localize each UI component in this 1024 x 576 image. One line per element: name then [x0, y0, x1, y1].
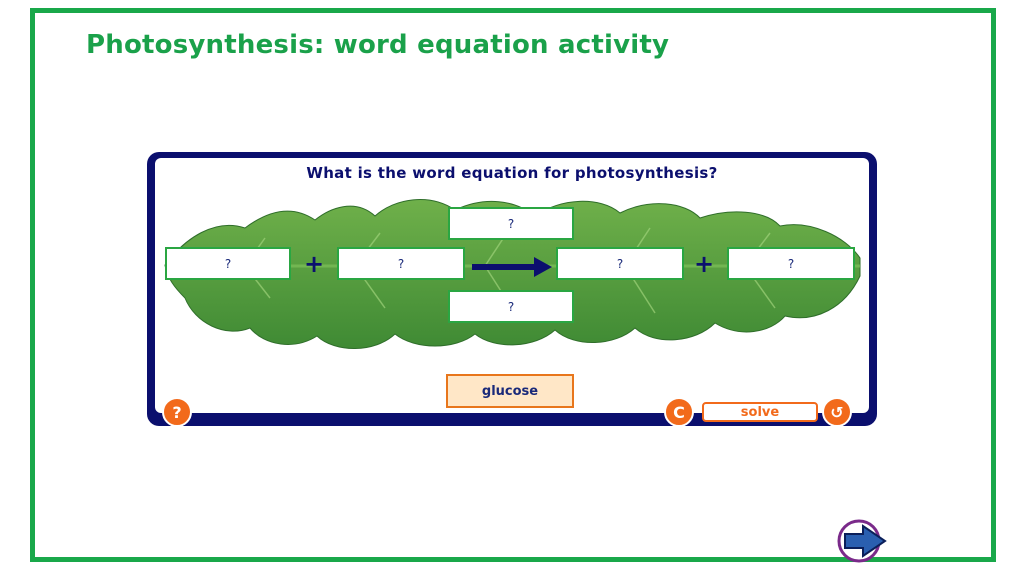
condition-slot-bottom[interactable]: ?	[448, 290, 574, 323]
help-button[interactable]: ?	[162, 397, 192, 427]
reset-button[interactable]: C	[664, 397, 694, 427]
yields-arrow-icon	[472, 257, 552, 277]
word-tile-glucose[interactable]: glucose	[446, 374, 574, 408]
reactant-slot-1[interactable]: ?	[165, 247, 291, 280]
undo-button[interactable]: ↺	[822, 397, 852, 427]
condition-slot-top[interactable]: ?	[448, 207, 574, 240]
solve-button[interactable]: solve	[702, 402, 818, 422]
product-slot-1[interactable]: ?	[556, 247, 684, 280]
reactant-slot-2[interactable]: ?	[337, 247, 465, 280]
plus-sign-right: +	[694, 250, 715, 278]
next-arrow-icon[interactable]	[837, 518, 889, 564]
plus-sign-left: +	[304, 250, 325, 278]
product-slot-2[interactable]: ?	[727, 247, 855, 280]
slide-title: Photosynthesis: word equation activity	[86, 30, 670, 60]
activity-question: What is the word equation for photosynth…	[306, 164, 718, 182]
